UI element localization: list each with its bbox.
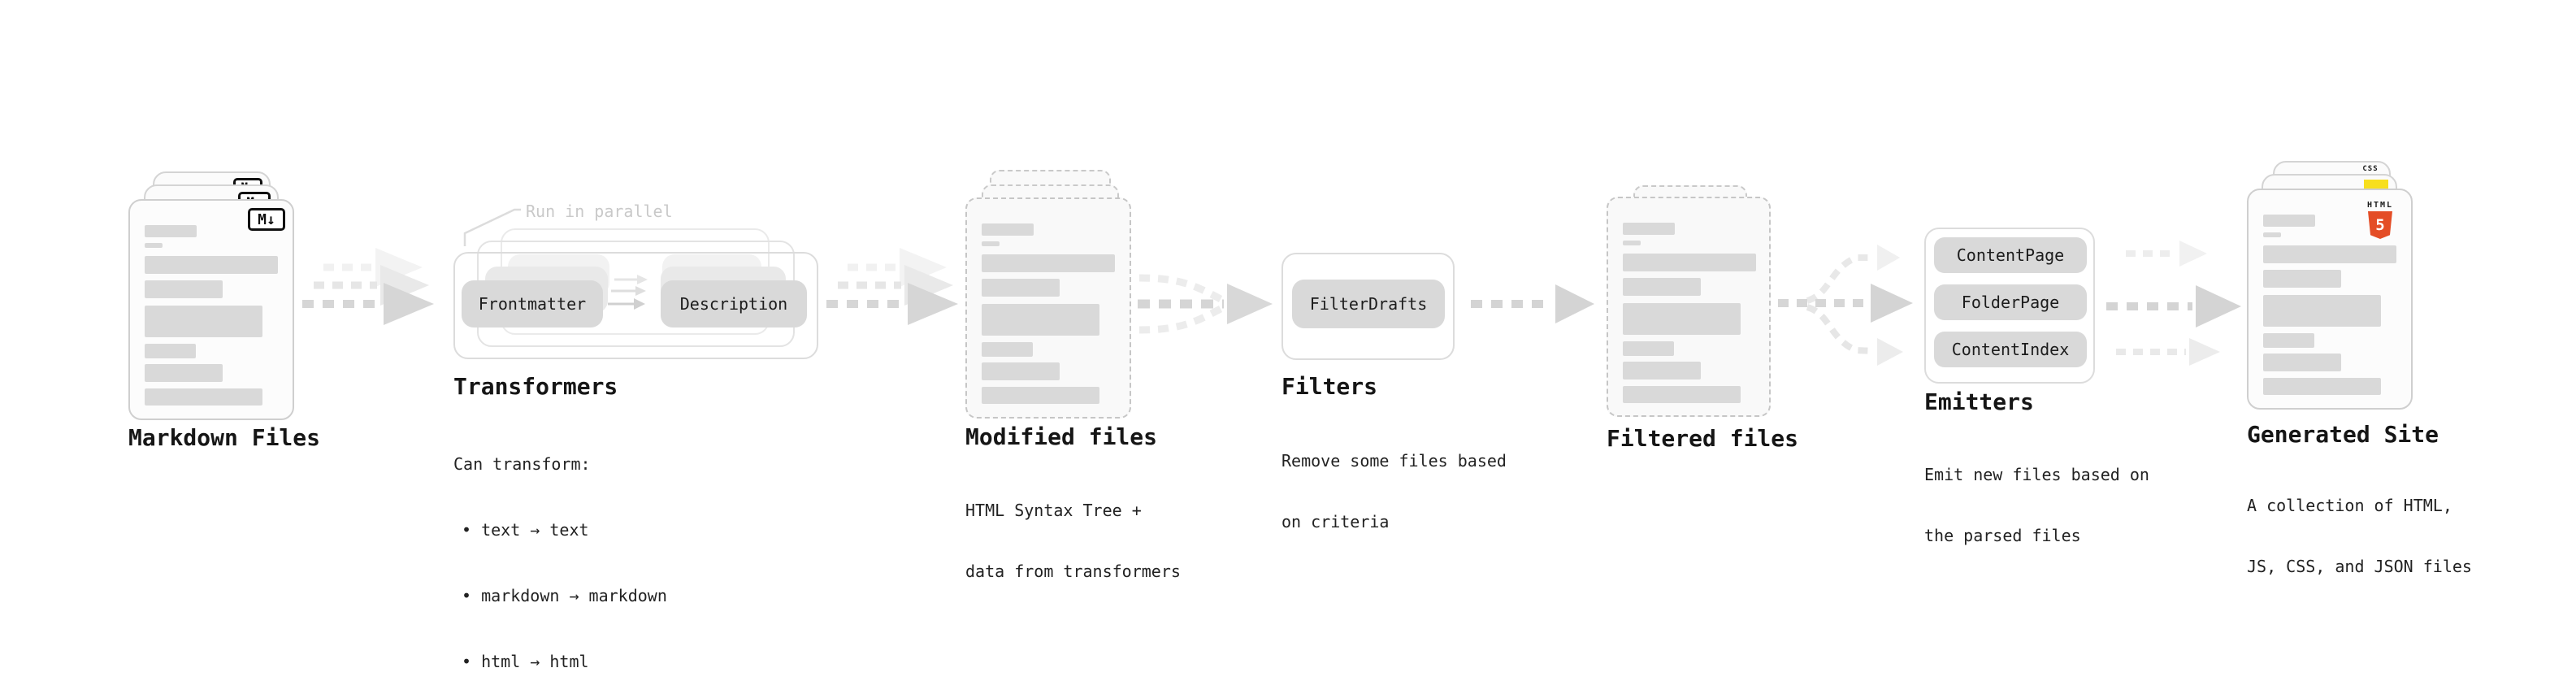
skeleton-bar (1623, 386, 1741, 403)
contentindex-pill: ContentIndex (1934, 332, 2087, 367)
skeleton-bar (982, 279, 1060, 297)
skeleton-bar (2263, 333, 2314, 348)
skeleton-bar (145, 256, 278, 274)
skeleton-bar (145, 388, 262, 406)
modified-files-description: HTML Syntax Tree + data from transformer… (965, 460, 1181, 622)
transformers-description: Can transform: • text → text • markdown … (453, 410, 667, 681)
skeleton-bar (1623, 241, 1641, 245)
description-line: • html → html (462, 652, 589, 671)
skeleton-bar (145, 344, 196, 358)
description-line: Emit new files based on (1924, 465, 2149, 484)
skeleton-bar (982, 387, 1099, 404)
emitters-description: Emit new files based on the parsed files (1924, 424, 2149, 587)
arrow-modified-to-filters (1138, 274, 1273, 334)
skeleton-bar (982, 254, 1115, 272)
skeleton-bar (2263, 270, 2341, 288)
html5-icon-word: HTML (2366, 201, 2394, 210)
markdown-files-label: Markdown Files (128, 424, 321, 451)
description-line: on criteria (1281, 512, 1390, 531)
description-line: HTML Syntax Tree + (965, 501, 1142, 520)
arrow-filtered-to-emitters (1778, 245, 1913, 366)
description-line: Remove some files based (1281, 451, 1507, 471)
description-line: Can transform: (453, 454, 591, 474)
modified-file-card (965, 197, 1131, 419)
skeleton-bar (2263, 215, 2315, 227)
skeleton-bar (1623, 362, 1701, 380)
skeleton-bar (1623, 254, 1756, 271)
generated-site-description: A collection of HTML, JS, CSS, and JSON … (2247, 455, 2472, 618)
emitters-title: Emitters (1924, 388, 2034, 415)
skeleton-bar (1623, 278, 1701, 296)
arrow-transformers-to-modified (826, 248, 958, 325)
skeleton-bar (2263, 232, 2281, 237)
skeleton-bar (145, 306, 262, 337)
skeleton-bar (2263, 295, 2381, 327)
generated-file-card-front: HTML 5 (2247, 189, 2413, 410)
skeleton-bar (145, 225, 197, 237)
skeleton-bar (145, 364, 223, 382)
transformer-box-front (453, 252, 818, 359)
description-line: • text → text (462, 520, 589, 540)
skeleton-bar (1623, 341, 1674, 356)
description-line: JS, CSS, and JSON files (2247, 557, 2472, 576)
filters-description: Remove some files based on criteria (1281, 410, 1507, 573)
frontmatter-pill: Frontmatter (462, 280, 603, 327)
filters-title: Filters (1281, 373, 1378, 400)
markdown-file-card-front: M↓ (128, 199, 294, 420)
skeleton-bar (982, 223, 1034, 236)
folderpage-pill: FolderPage (1934, 284, 2087, 320)
filtered-files-label: Filtered files (1607, 425, 1799, 452)
run-in-parallel-note: Run in parallel (526, 202, 673, 221)
contentpage-pill: ContentPage (1934, 237, 2087, 273)
arrow-filters-to-filtered (1471, 284, 1594, 323)
filters-box (1281, 253, 1455, 360)
skeleton-bar (2263, 378, 2381, 395)
skeleton-bar (982, 241, 1000, 246)
skeleton-bar (1623, 303, 1741, 335)
skeleton-bar (982, 362, 1060, 380)
transformers-title: Transformers (453, 373, 618, 400)
filterdrafts-pill: FilterDrafts (1292, 280, 1445, 328)
skeleton-bar (1623, 223, 1675, 235)
skeleton-bar (982, 342, 1033, 357)
filtered-file-card (1607, 197, 1771, 417)
markdown-icon: M↓ (248, 208, 285, 231)
description-line: data from transformers (965, 562, 1181, 581)
generated-site-label: Generated Site (2247, 421, 2439, 448)
description-line: the parsed files (1924, 526, 2081, 545)
emitters-box (1924, 228, 2095, 384)
html5-icon: HTML 5 (2357, 201, 2403, 239)
description-pill: Description (661, 280, 807, 327)
arrow-markdown-to-transformers (302, 248, 434, 325)
arrow-emitters-to-generated (2106, 241, 2241, 366)
description-line: • markdown → markdown (462, 586, 667, 605)
skeleton-bar (145, 243, 163, 248)
skeleton-bar (2263, 354, 2341, 371)
html5-icon-shield: 5 (2368, 211, 2392, 239)
skeleton-bar (982, 304, 1099, 336)
html5-icon-number: 5 (2375, 216, 2385, 234)
skeleton-bar (2263, 245, 2396, 263)
css-icon-label: CSS (2362, 165, 2379, 173)
modified-files-label: Modified files (965, 423, 1158, 450)
description-line: A collection of HTML, (2247, 496, 2452, 515)
skeleton-bar (145, 280, 223, 298)
